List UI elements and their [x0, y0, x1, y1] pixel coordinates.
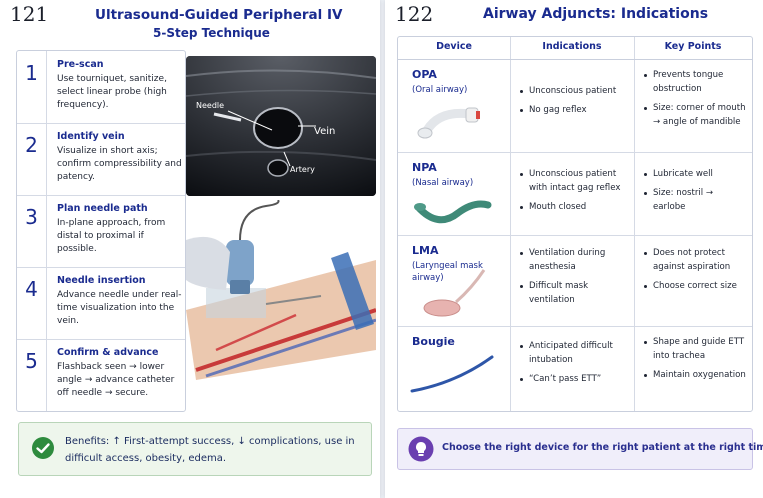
step-description: Visualize in short axis; confirm compres… — [57, 146, 182, 182]
device-name: NPA — [412, 161, 437, 174]
device-name: OPA — [412, 68, 437, 81]
ultrasound-image: Needle Vein Artery — [186, 56, 376, 196]
page-number-left: 121 — [10, 2, 49, 26]
table-row: LMA (Laryngeal mask airway) Ventilation … — [398, 236, 752, 327]
header-key-points: Key Points — [664, 41, 722, 52]
step-number: 1 — [17, 51, 47, 123]
indication-item: Unconscious patient with intact gag refl… — [520, 167, 630, 195]
step-3: 3 Plan needle path In-plane approach, fr… — [17, 195, 185, 268]
page-title-right: Airway Adjuncts: Indications — [483, 6, 709, 22]
indications-list: Unconscious patient No gag reflex — [520, 84, 630, 122]
key-point-item: Shape and guide ETT into trachea — [644, 335, 748, 363]
key-point-item: Choose correct size — [644, 279, 748, 293]
step-2: 2 Identify vein Visualize in short axis;… — [17, 123, 185, 196]
step-title: Confirm & advance — [57, 347, 159, 358]
bougie-image — [410, 355, 494, 393]
key-point-item: Lubricate well — [644, 167, 748, 181]
table-row: OPA (Oral airway) Unconscious patient No… — [398, 60, 752, 153]
key-points-list: Prevents tongue obstruction Size: corner… — [644, 68, 748, 134]
npa-image — [414, 200, 492, 224]
benefits-box: Benefits: ↑ First-attempt success, ↓ com… — [18, 422, 372, 476]
header-device: Device — [436, 41, 472, 52]
step-title: Identify vein — [57, 131, 125, 142]
table-header: Device Indications Key Points — [398, 37, 752, 60]
artery-label: Artery — [290, 165, 315, 174]
indications-list: Unconscious patient with intact gag refl… — [520, 167, 630, 219]
step-description: Flashback seen → lower angle → advance c… — [57, 362, 175, 398]
vein-label: Vein — [314, 126, 335, 137]
indication-item: “Can’t pass ETT” — [520, 372, 630, 386]
page-subtitle-left: 5-Step Technique — [153, 26, 270, 40]
check-circle-icon — [32, 437, 54, 459]
step-number: 3 — [17, 195, 47, 267]
device-name: LMA — [412, 244, 439, 257]
key-points-list: Shape and guide ETT into trachea Maintai… — [644, 335, 748, 387]
indication-item: No gag reflex — [520, 103, 630, 117]
step-1: 1 Pre-scan Use tourniquet, sanitize, sel… — [17, 51, 185, 124]
step-number: 5 — [17, 339, 47, 411]
needle-label: Needle — [196, 101, 224, 110]
page-title-left: Ultrasound-Guided Peripheral IV — [95, 7, 343, 23]
key-points-list: Does not protect against aspiration Choo… — [644, 246, 748, 298]
key-points-list: Lubricate well Size: nostril → earlobe — [644, 167, 748, 219]
indications-list: Anticipated difficult intubation “Can’t … — [520, 339, 630, 391]
device-subtitle: (Nasal airway) — [412, 178, 474, 188]
step-description: Use tourniquet, sanitize, select linear … — [57, 74, 167, 110]
step-number: 4 — [17, 267, 47, 339]
step-title: Needle insertion — [57, 275, 146, 286]
device-subtitle: (Oral airway) — [412, 85, 468, 95]
indication-item: Unconscious patient — [520, 84, 630, 98]
step-5: 5 Confirm & advance Flashback seen → low… — [17, 339, 185, 411]
key-point-item: Size: nostril → earlobe — [644, 186, 748, 214]
indication-item: Ventilation during anesthesia — [520, 246, 630, 274]
arm-probe-illustration — [186, 199, 377, 380]
lma-image — [423, 269, 486, 317]
device-subtitle: (Laryngeal mask airway) — [412, 261, 483, 283]
airway-table: Device Indications Key Points OPA (Oral … — [397, 36, 753, 412]
indications-list: Ventilation during anesthesia Difficult … — [520, 246, 630, 312]
key-point-item: Prevents tongue obstruction — [644, 68, 748, 96]
table-row: Bougie Anticipated difficult intubation … — [398, 327, 752, 411]
right-page: 122 Airway Adjuncts: Indications Device … — [385, 0, 763, 498]
header-indications: Indications — [542, 41, 602, 52]
indication-item: Difficult mask ventilation — [520, 279, 630, 307]
step-title: Plan needle path — [57, 203, 148, 214]
tip-box: Choose the right device for the right pa… — [397, 428, 763, 470]
step-4: 4 Needle insertion Advance needle under … — [17, 267, 185, 340]
benefits-text: Benefits: ↑ First-attempt success, ↓ com… — [65, 436, 355, 464]
opa-image — [417, 107, 480, 139]
key-point-item: Size: corner of mouth → angle of mandibl… — [644, 101, 748, 129]
page-number-right: 122 — [395, 2, 434, 26]
indication-item: Anticipated difficult intubation — [520, 339, 630, 367]
key-point-item: Does not protect against aspiration — [644, 246, 748, 274]
step-description: In-plane approach, from distal to proxim… — [57, 218, 166, 254]
key-point-item: Maintain oxygenation — [644, 368, 748, 382]
step-title: Pre-scan — [57, 59, 104, 70]
table-row: NPA (Nasal airway) Unconscious patient w… — [398, 153, 752, 236]
step-description: Advance needle under real-time visualiza… — [57, 290, 182, 326]
lightbulb-icon — [408, 436, 434, 462]
device-name: Bougie — [412, 335, 455, 348]
step-number: 2 — [17, 123, 47, 195]
tip-text: Choose the right device for the right pa… — [442, 442, 763, 453]
indication-item: Mouth closed — [520, 200, 630, 214]
steps-panel: 1 Pre-scan Use tourniquet, sanitize, sel… — [16, 50, 186, 412]
left-page: 121 Ultrasound-Guided Peripheral IV 5-St… — [0, 0, 380, 498]
